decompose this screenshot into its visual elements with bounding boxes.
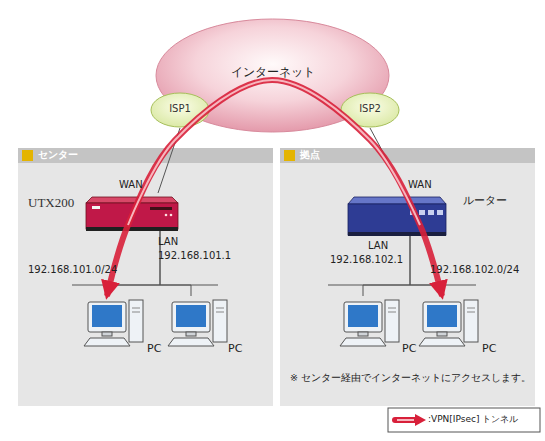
pc-node: PC	[168, 296, 248, 358]
interface-label: WAN	[408, 179, 432, 191]
isp-ellipse: ISP2	[340, 92, 400, 128]
network-wire	[370, 128, 405, 193]
note-text: ※ センター経由でインターネットにアクセスします。	[290, 372, 531, 383]
legend-frame	[388, 408, 540, 432]
node-text: センター	[38, 149, 78, 161]
isp-shape	[341, 93, 399, 127]
router-device-illustration	[348, 197, 446, 236]
utx200-device: UTX200	[25, 193, 180, 231]
header-marker	[284, 150, 295, 161]
pc-illustration	[168, 300, 227, 346]
node-text: PC	[482, 342, 496, 355]
pc-node: PC	[340, 296, 418, 358]
pc-illustration	[419, 300, 478, 346]
network-address-label: 192.168.102.0/24	[430, 264, 519, 276]
network-wire	[158, 128, 180, 193]
lan-bus	[72, 285, 218, 286]
header-marker	[22, 150, 33, 161]
node-text: UTX200	[28, 195, 74, 211]
legend-text: :VPN[IPsec] トンネル	[428, 414, 518, 425]
interface-label: LAN	[368, 240, 388, 252]
isp-ellipse: ISP1	[150, 92, 210, 128]
node-text: ルーター	[463, 194, 507, 207]
ip-address-label: 192.168.101.1	[158, 250, 231, 262]
interface-label: LAN	[158, 236, 178, 248]
node-text: 拠点	[300, 149, 320, 161]
node-text: インターネット	[155, 65, 390, 79]
lan-bus	[328, 285, 476, 286]
node-text: ISP2	[340, 103, 400, 115]
pc-illustration	[84, 300, 143, 346]
vpn-tunnel	[107, 80, 442, 296]
utx200-device-illustration	[86, 197, 178, 231]
network-address-label: 192.168.101.0/24	[28, 264, 117, 276]
pc-node: PC	[85, 296, 173, 358]
isp-shape	[151, 93, 209, 127]
node-text: PC	[147, 342, 161, 355]
node-text: PC	[228, 342, 242, 355]
network-wire	[363, 236, 410, 296]
vpn-tunnel-highlight	[128, 80, 420, 225]
network-wire	[107, 231, 160, 296]
site-band: センター UTX200PC PC	[18, 148, 273, 406]
site-band: 拠点ルーター PC PC	[280, 148, 535, 406]
ip-address-label: 192.168.102.1	[330, 254, 403, 266]
legend-tunnel-sample	[395, 414, 426, 426]
router-device: ルーター	[345, 193, 510, 236]
node-text: PC	[402, 342, 416, 355]
pc-illustration	[340, 300, 399, 346]
interface-label: WAN	[119, 179, 143, 191]
pc-node: PC	[420, 296, 504, 358]
node-text: ISP1	[150, 103, 210, 115]
